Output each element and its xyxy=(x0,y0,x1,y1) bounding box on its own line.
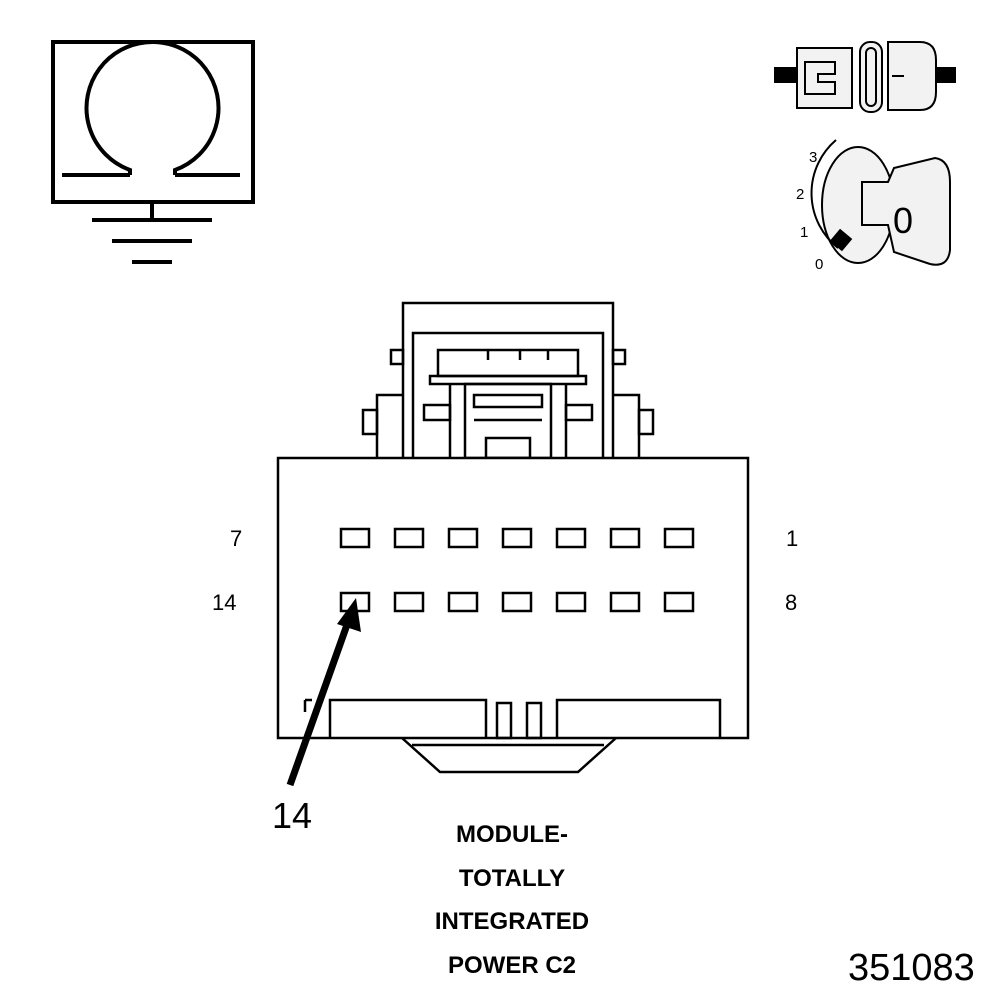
figure-number: 351083 xyxy=(848,947,975,989)
pin-cavity-8 xyxy=(663,591,695,613)
pin-label-14: 14 xyxy=(212,590,236,615)
caption-line-4: POWER C2 xyxy=(448,952,576,979)
pin-cavity-4 xyxy=(501,527,533,549)
pin-14-callout-arrow xyxy=(286,598,361,787)
pin-label-7: 7 xyxy=(230,526,242,551)
connector-disconnected-icon xyxy=(774,41,956,113)
pin-cavity-3 xyxy=(555,527,587,549)
ignition-position-2: 2 xyxy=(796,186,804,203)
pin-cavity-12 xyxy=(447,591,479,613)
caption-line-3: INTEGRATED xyxy=(435,908,589,935)
ignition-position-1: 1 xyxy=(800,224,808,241)
ignition-position-0: 0 xyxy=(815,256,823,273)
pin-label-8: 8 xyxy=(785,590,797,615)
pin-cavity-9 xyxy=(609,591,641,613)
pin-cavity-11 xyxy=(501,591,533,613)
pin-cavities xyxy=(339,527,695,613)
pin-cavity-10 xyxy=(555,591,587,613)
caption-line-2: TOTALLY xyxy=(459,865,565,892)
pin-cavity-2 xyxy=(609,527,641,549)
ignition-key-off-icon xyxy=(810,139,951,266)
pin-cavity-6 xyxy=(393,527,425,549)
pin-cavity-5 xyxy=(447,527,479,549)
pin-cavity-1 xyxy=(663,527,695,549)
callout-label: 14 xyxy=(272,795,312,836)
caption-line-1: MODULE- xyxy=(456,821,568,848)
pin-cavity-13 xyxy=(393,591,425,613)
pin-cavity-7 xyxy=(339,527,371,549)
ignition-position-3: 3 xyxy=(809,149,817,166)
pin-label-1: 1 xyxy=(786,526,798,551)
key-label: 0 xyxy=(893,200,913,241)
ohmmeter-ground-icon xyxy=(51,40,255,264)
